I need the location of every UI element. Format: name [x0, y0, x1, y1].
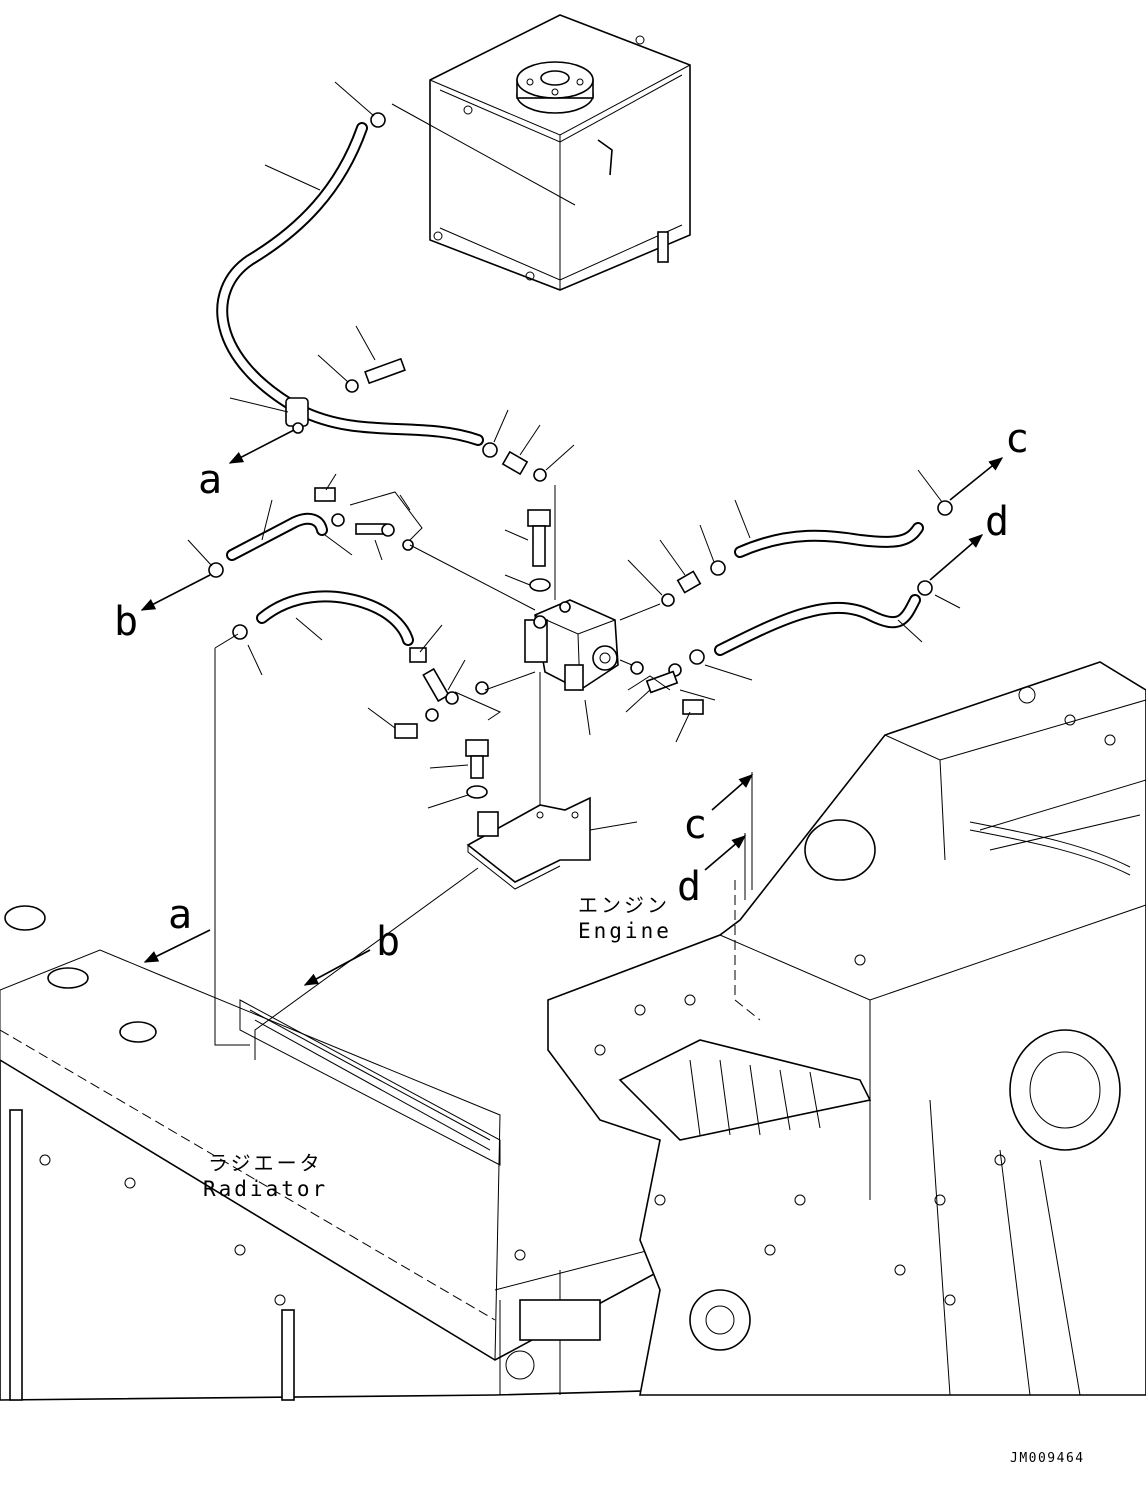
- arrow-a-bottom: a: [143, 892, 211, 963]
- diagram-id: JM009464: [1010, 1451, 1085, 1466]
- reserve-tank: [429, 14, 691, 291]
- hose-b-upper: [187, 473, 536, 611]
- engine-label-en: Engine: [578, 919, 672, 943]
- arrow-b-bottom: b: [303, 919, 400, 986]
- engine: [547, 661, 1146, 1396]
- arrow-c-top: c: [949, 416, 1029, 501]
- engine-label: エンジン Engine: [578, 893, 672, 943]
- label-c-bottom: c: [683, 802, 707, 848]
- label-d-top: d: [985, 499, 1009, 545]
- valve-body: [524, 599, 619, 736]
- radiator-label: ラジエータ Radiator: [203, 1151, 328, 1201]
- valve-upper-fittings: [482, 409, 575, 600]
- mounting-bracket: [254, 672, 638, 1060]
- label-b-top: b: [114, 599, 138, 645]
- radiator-label-jp: ラジエータ: [208, 1151, 323, 1175]
- label-a-bottom: a: [168, 892, 192, 938]
- label-b-bottom: b: [376, 919, 400, 965]
- hose-clamp-assembly: [229, 325, 406, 434]
- arrow-c-bottom: c: [683, 772, 754, 890]
- radiator-label-en: Radiator: [203, 1177, 328, 1201]
- label-d-bottom: d: [677, 864, 701, 910]
- label-c-top: c: [1005, 416, 1029, 462]
- valve-top-bolt: [504, 509, 551, 592]
- hose-a-lower: [214, 590, 443, 1046]
- arrow-d-top: d: [929, 499, 1009, 581]
- hose-d: [689, 580, 961, 681]
- radiator: [0, 905, 681, 1401]
- arrow-b-top: b: [114, 574, 211, 645]
- bracket-bolt: [427, 739, 489, 809]
- valve-right-fittings: [619, 539, 716, 743]
- tank-overflow-hose: [216, 81, 576, 446]
- arrow-a-top: a: [198, 429, 295, 503]
- valve-lower-left-fittings: [367, 659, 536, 739]
- hose-c: [699, 469, 953, 576]
- label-a-top: a: [198, 457, 222, 503]
- engine-label-jp: エンジン: [578, 893, 670, 917]
- arrow-d-bottom: d: [677, 833, 747, 910]
